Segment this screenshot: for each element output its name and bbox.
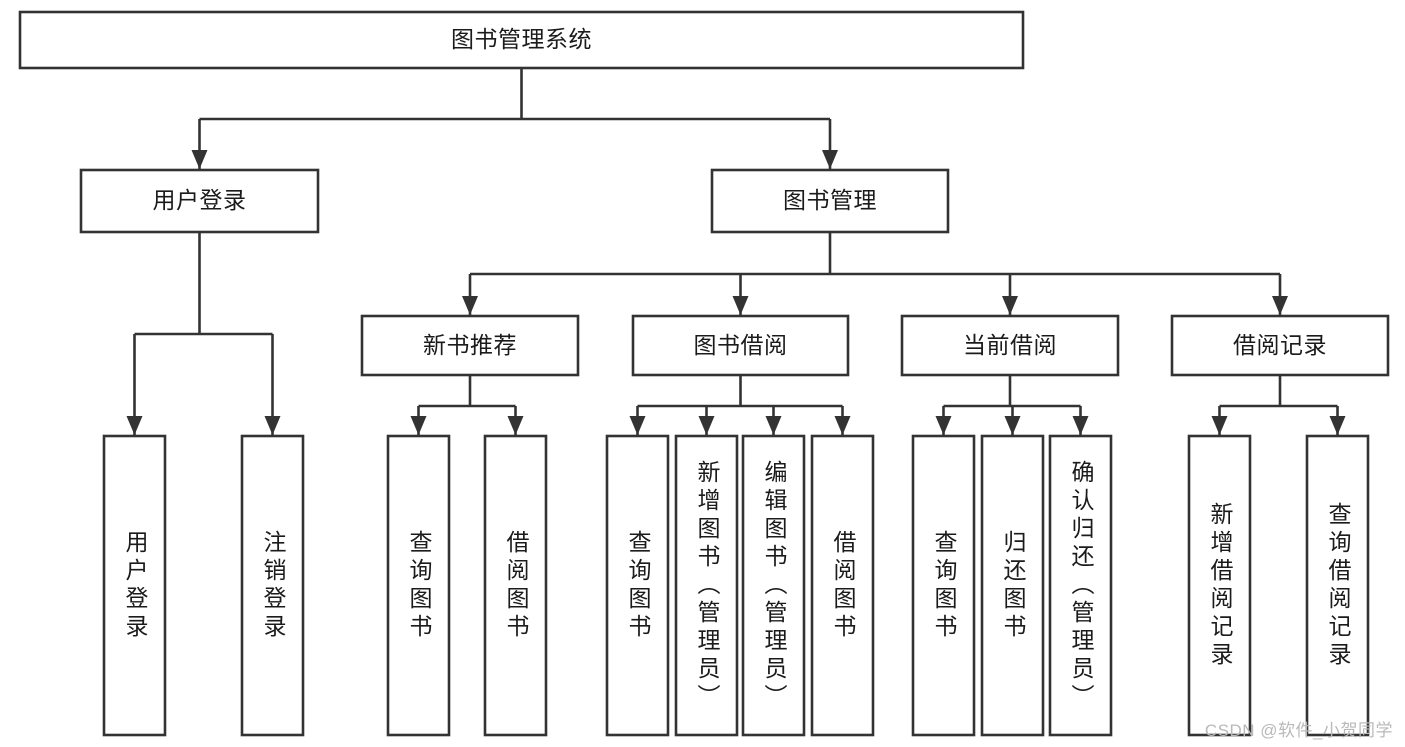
node-box-l-query-record[interactable] (1305, 434, 1370, 737)
arrow-head-icon (410, 416, 427, 435)
node-boxes (18, 10, 1390, 737)
arrow-head-icon (1211, 416, 1228, 435)
node-box-l-edit-book[interactable] (741, 434, 806, 737)
node-box-n-book-borrow[interactable] (631, 314, 850, 377)
node-box-l-return-book[interactable] (980, 434, 1045, 737)
arrow-head-icon (629, 416, 646, 435)
arrow-head-icon (1002, 296, 1018, 315)
node-box-n-borrow-record[interactable] (1170, 314, 1390, 377)
arrow-head-icon (264, 416, 281, 435)
node-box-n-book-mgmt[interactable] (710, 168, 950, 234)
arrow-head-icon (732, 296, 749, 315)
arrow-head-icon (834, 416, 851, 435)
node-box-l-query-book-1[interactable] (386, 434, 451, 737)
arrow-head-icon (1329, 416, 1346, 435)
node-box-root[interactable] (18, 10, 1025, 70)
node-box-l-user-login[interactable] (102, 434, 167, 737)
arrow-head-icon (1004, 416, 1021, 435)
node-box-l-borrow-book-2[interactable] (810, 434, 875, 737)
node-box-l-user-logout[interactable] (240, 434, 305, 737)
csdn-watermark: CSDN @软件_小贺同学 (1204, 721, 1393, 740)
connector-lines (126, 68, 1346, 435)
node-box-l-confirm-return[interactable] (1048, 434, 1113, 737)
arrow-head-icon (698, 416, 715, 435)
arrow-head-icon (462, 296, 478, 315)
node-box-l-query-book-2[interactable] (605, 434, 670, 737)
node-box-l-query-book-3[interactable] (911, 434, 976, 737)
arrow-head-icon (1072, 416, 1089, 435)
arrow-head-icon (822, 150, 838, 169)
arrow-head-icon (507, 416, 524, 435)
arrow-head-icon (935, 416, 952, 435)
node-box-l-borrow-book-1[interactable] (483, 434, 548, 737)
node-box-n-user-login[interactable] (79, 168, 320, 234)
arrow-head-icon (1272, 296, 1288, 315)
arrow-head-icon (126, 416, 143, 435)
node-box-n-current-borrow[interactable] (900, 314, 1120, 377)
arrow-head-icon (765, 416, 782, 435)
node-box-l-add-record[interactable] (1187, 434, 1252, 737)
node-box-n-new-book-rec[interactable] (360, 314, 580, 377)
node-box-l-add-book[interactable] (674, 434, 739, 737)
arrow-head-icon (191, 150, 208, 169)
